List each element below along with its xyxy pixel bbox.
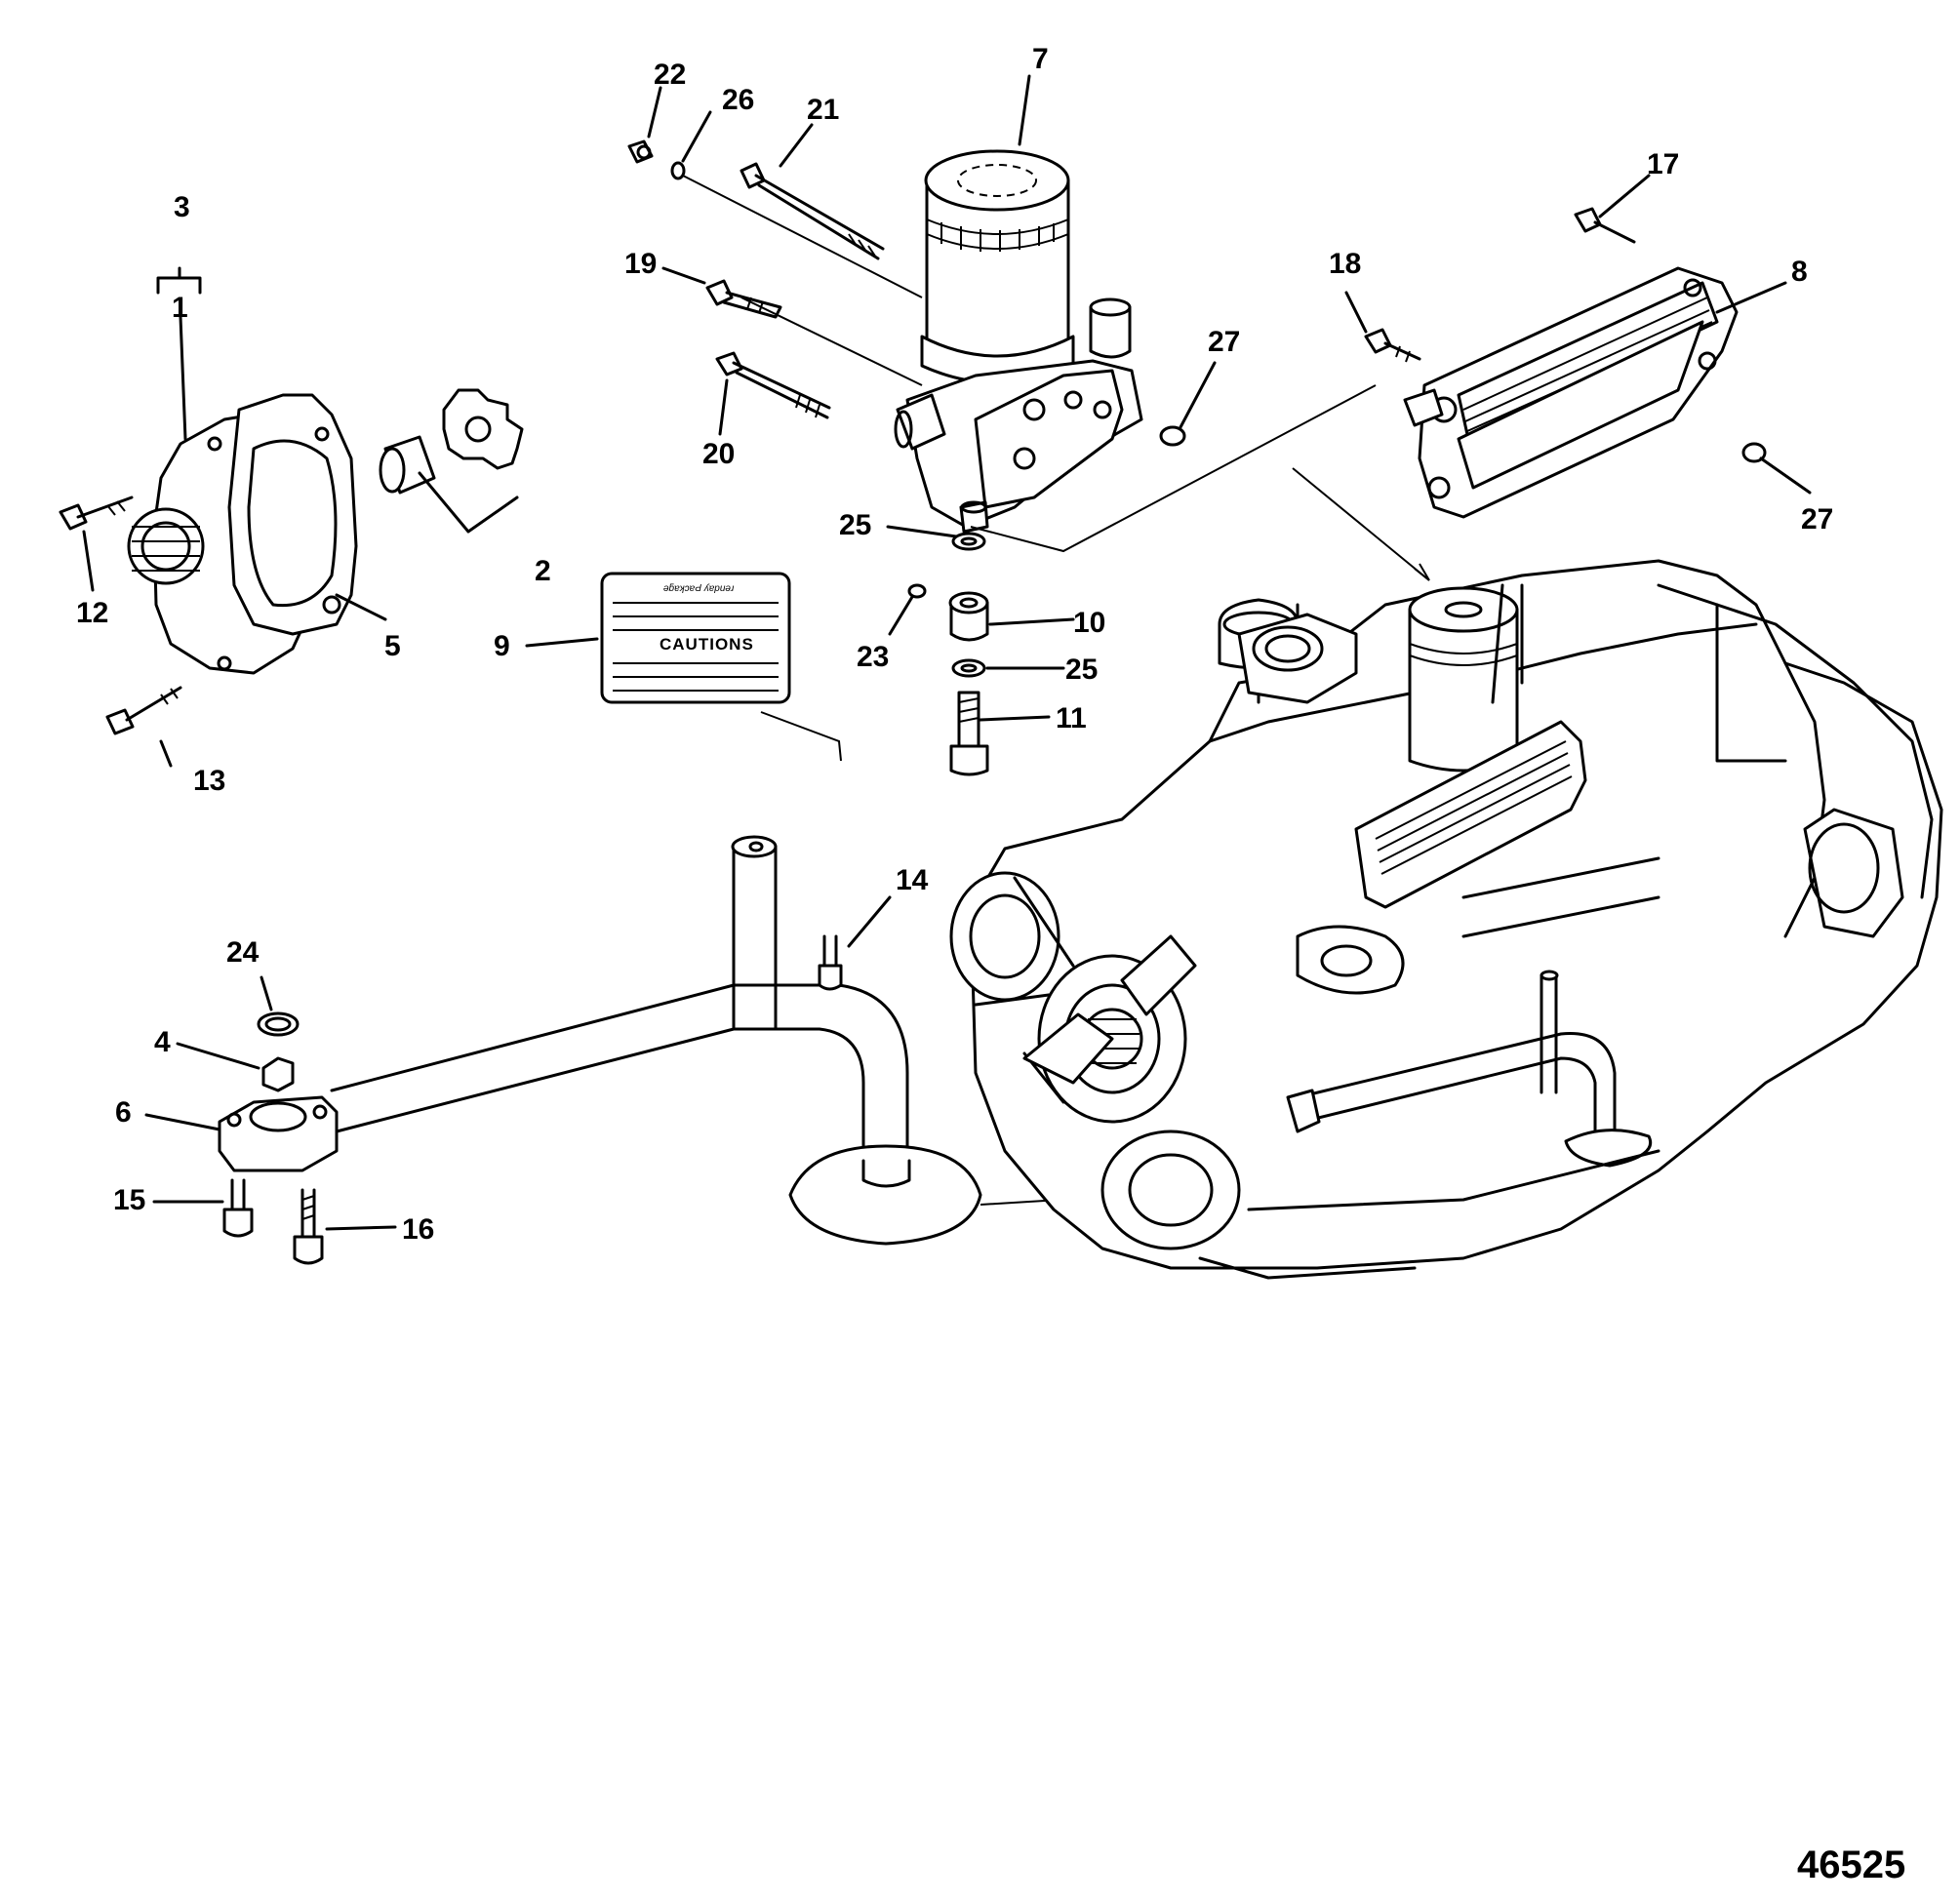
callout-11: 11 (1056, 702, 1087, 734)
callout-27-center: 27 (1208, 326, 1240, 358)
callout-23: 23 (857, 641, 889, 673)
callout-25-bottom: 25 (1065, 654, 1098, 686)
filter-mount-hardware (907, 425, 1767, 776)
callout-15: 15 (113, 1184, 145, 1216)
callout-24: 24 (226, 936, 260, 969)
oil-pump-assembly (127, 388, 524, 675)
callout-4: 4 (154, 1026, 171, 1058)
callout-10: 10 (1073, 607, 1105, 639)
leader-lines (82, 74, 1812, 1231)
callout-12: 12 (76, 597, 108, 629)
callout-14: 14 (896, 864, 929, 896)
callout-19: 19 (624, 248, 657, 280)
callout-1: 1 (172, 292, 188, 324)
engine-block-illustration (949, 559, 1943, 1280)
callout-16: 16 (402, 1213, 434, 1246)
oil-cooler-assembly (1364, 207, 1739, 519)
callout-26: 26 (722, 84, 754, 116)
callout-labels: 3 1 2 5 12 13 9 7 22 26 21 19 20 27 25 2… (76, 43, 1833, 1246)
callout-25-top: 25 (839, 509, 871, 541)
callout-18: 18 (1329, 248, 1361, 280)
callout-22: 22 (654, 59, 686, 91)
pump-bolts (59, 496, 182, 735)
callout-8: 8 (1791, 256, 1808, 288)
alignment-lines (682, 175, 1430, 762)
decal-header: ǝƃɐʞɔɐԀ ʎɐpuǝɹ (663, 583, 735, 594)
callout-5: 5 (384, 630, 401, 662)
decal-title: CAUTIONS (660, 635, 754, 654)
callout-3: 3 (174, 191, 190, 223)
oil-filter-adapter-assembly (894, 149, 1143, 534)
callout-9: 9 (494, 630, 510, 662)
callout-27-right: 27 (1801, 503, 1833, 535)
oil-pickup-tube (218, 835, 1304, 1265)
adapter-bolts (627, 139, 885, 419)
callout-17: 17 (1647, 148, 1679, 180)
callout-21: 21 (807, 94, 839, 126)
figure-number: 46525 (1797, 1844, 1905, 1886)
callout-2: 2 (535, 555, 551, 587)
callout-13: 13 (193, 765, 225, 797)
cautions-decal: ǝƃɐʞɔɐԀ ʎɐpuǝɹ CAUTIONS (600, 572, 791, 704)
callout-20: 20 (702, 438, 735, 470)
callout-7: 7 (1032, 43, 1049, 75)
callout-6: 6 (115, 1096, 132, 1129)
